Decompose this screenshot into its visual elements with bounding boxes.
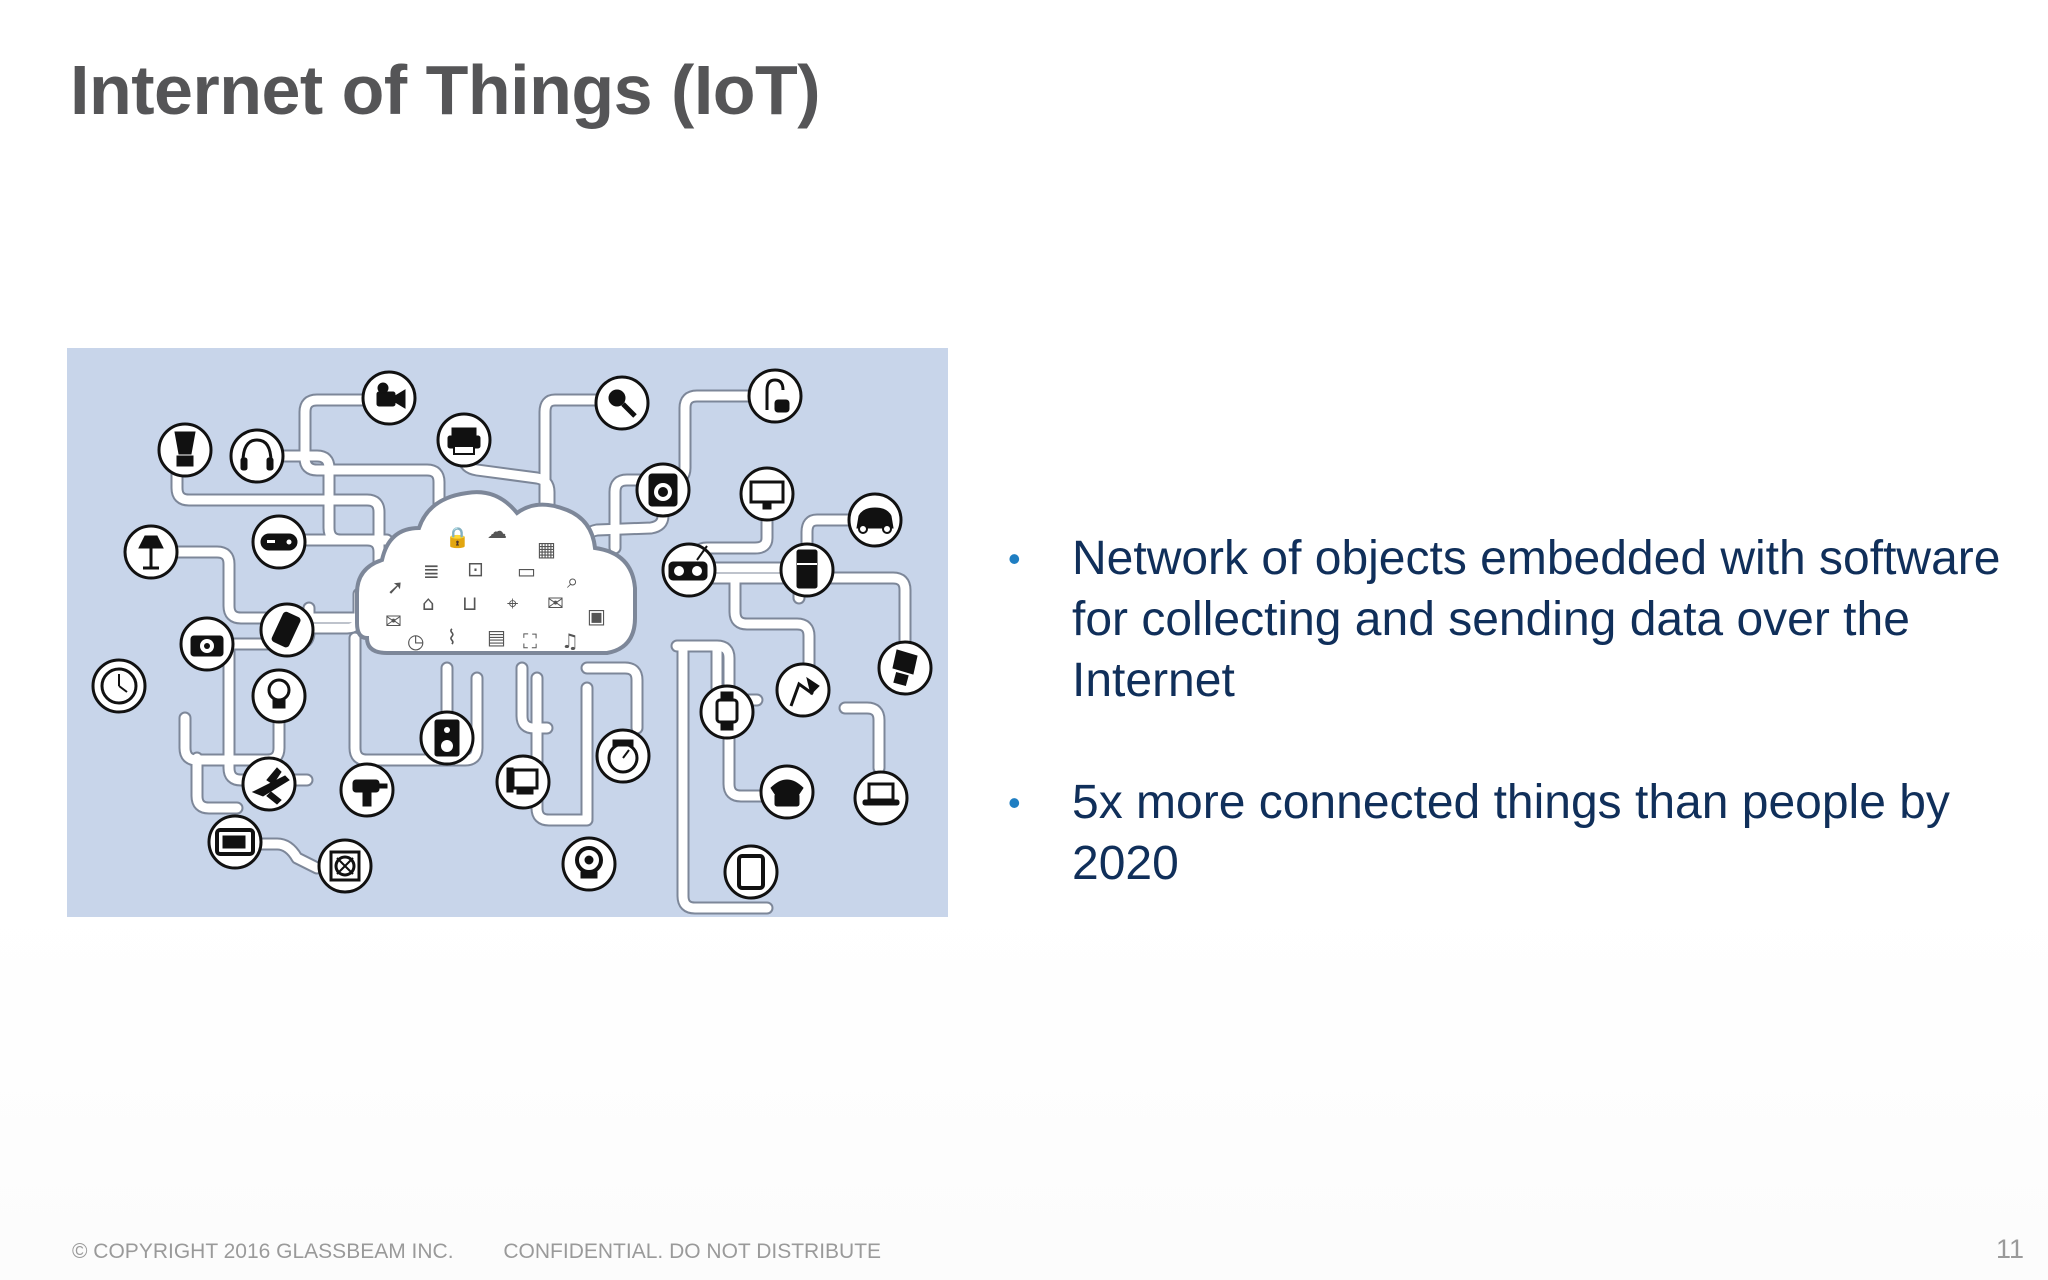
washing-machine-icon [635, 462, 691, 518]
iot-network-svg: 🔒 ☁ ▦ ≣ ⊡ ▭ ⌕ ➚ ⌂ ⊔ ⌖ ✉ ▣ ✉ ◷ ⌇ ▤ ⛶ ♫ [91, 368, 933, 915]
scale-icon [595, 728, 651, 784]
speaker-icon [419, 710, 475, 766]
svg-text:◷: ◷ [407, 629, 424, 653]
svg-text:☁: ☁ [487, 519, 507, 543]
svg-text:▣: ▣ [587, 604, 606, 628]
svg-text:➚: ➚ [387, 575, 404, 599]
radio-icon [661, 542, 717, 598]
svg-text:⛶: ⛶ [522, 629, 538, 653]
monitor-icon [739, 466, 795, 522]
drill-icon [339, 762, 395, 818]
camcorder-icon [361, 370, 417, 426]
page-number: 11 [1995, 1234, 2024, 1264]
lamp-icon [123, 524, 179, 580]
svg-text:▤: ▤ [487, 625, 506, 649]
headphones-icon [229, 428, 285, 484]
svg-text:♫: ♫ [561, 629, 579, 653]
svg-text:⌂: ⌂ [422, 591, 435, 615]
bullet-dot: • [1008, 782, 1021, 823]
svg-text:⌕: ⌕ [567, 569, 578, 593]
smartwatch-icon [699, 684, 755, 740]
airplane-icon [241, 756, 297, 812]
bullet-list: • Network of objects embedded with softw… [1000, 528, 2040, 955]
blender-icon [157, 422, 213, 478]
computer-icon [495, 754, 551, 810]
light-bulb-icon [251, 668, 307, 724]
desk-lamp-icon [775, 662, 831, 718]
svg-text:⌇: ⌇ [447, 625, 457, 649]
svg-text:✉: ✉ [547, 591, 564, 615]
cloud-icon: 🔒 ☁ ▦ ≣ ⊡ ▭ ⌕ ➚ ⌂ ⊔ ⌖ ✉ ▣ ✉ ◷ ⌇ ▤ ⛶ ♫ [355, 490, 637, 655]
bullet-dot: • [1008, 538, 1021, 579]
svg-text:⊔: ⊔ [462, 591, 478, 615]
svg-text:▦: ▦ [537, 537, 556, 561]
iot-network-illustration: 🔒 ☁ ▦ ≣ ⊡ ▭ ⌕ ➚ ⌂ ⊔ ⌖ ✉ ▣ ✉ ◷ ⌇ ▤ ⛶ ♫ [67, 348, 948, 917]
vacuum-icon [747, 368, 803, 424]
svg-text:🔒: 🔒 [445, 525, 470, 549]
webcam-icon [561, 836, 617, 892]
laptop-icon [853, 770, 909, 826]
svg-text:▭: ▭ [517, 559, 536, 583]
fan-icon [317, 838, 373, 894]
fridge-icon [779, 542, 835, 598]
svg-text:≣: ≣ [423, 559, 440, 583]
car-icon [847, 492, 903, 548]
camera-icon [179, 616, 235, 672]
tablet-icon [723, 844, 779, 900]
bullet-text: Network of objects embedded with softwar… [1072, 532, 2001, 707]
svg-text:⊡: ⊡ [467, 557, 484, 581]
energy-bulb-icon [877, 640, 933, 696]
bullet-item: • 5x more connected things than people b… [1000, 772, 2040, 894]
footer: © COPYRIGHT 2016 GLASSBEAM INC. CONFIDEN… [72, 1240, 881, 1264]
printer-icon [436, 412, 492, 468]
gamepad-icon [251, 514, 307, 570]
svg-text:⌖: ⌖ [507, 591, 518, 615]
clock-icon [91, 658, 147, 714]
bullet-item: • Network of objects embedded with softw… [1000, 528, 2040, 711]
microphone-icon [594, 375, 650, 431]
svg-text:✉: ✉ [385, 609, 402, 633]
tv-icon [207, 814, 263, 870]
slide-title: Internet of Things (IoT) [70, 51, 821, 129]
confidential-text: CONFIDENTIAL. DO NOT DISTRIBUTE [503, 1240, 882, 1263]
copyright-text: © COPYRIGHT 2016 GLASSBEAM INC. [72, 1240, 454, 1263]
telephone-icon [759, 764, 815, 820]
bullet-text: 5x more connected things than people by … [1072, 776, 1950, 890]
mobile-phone-icon [259, 602, 315, 658]
